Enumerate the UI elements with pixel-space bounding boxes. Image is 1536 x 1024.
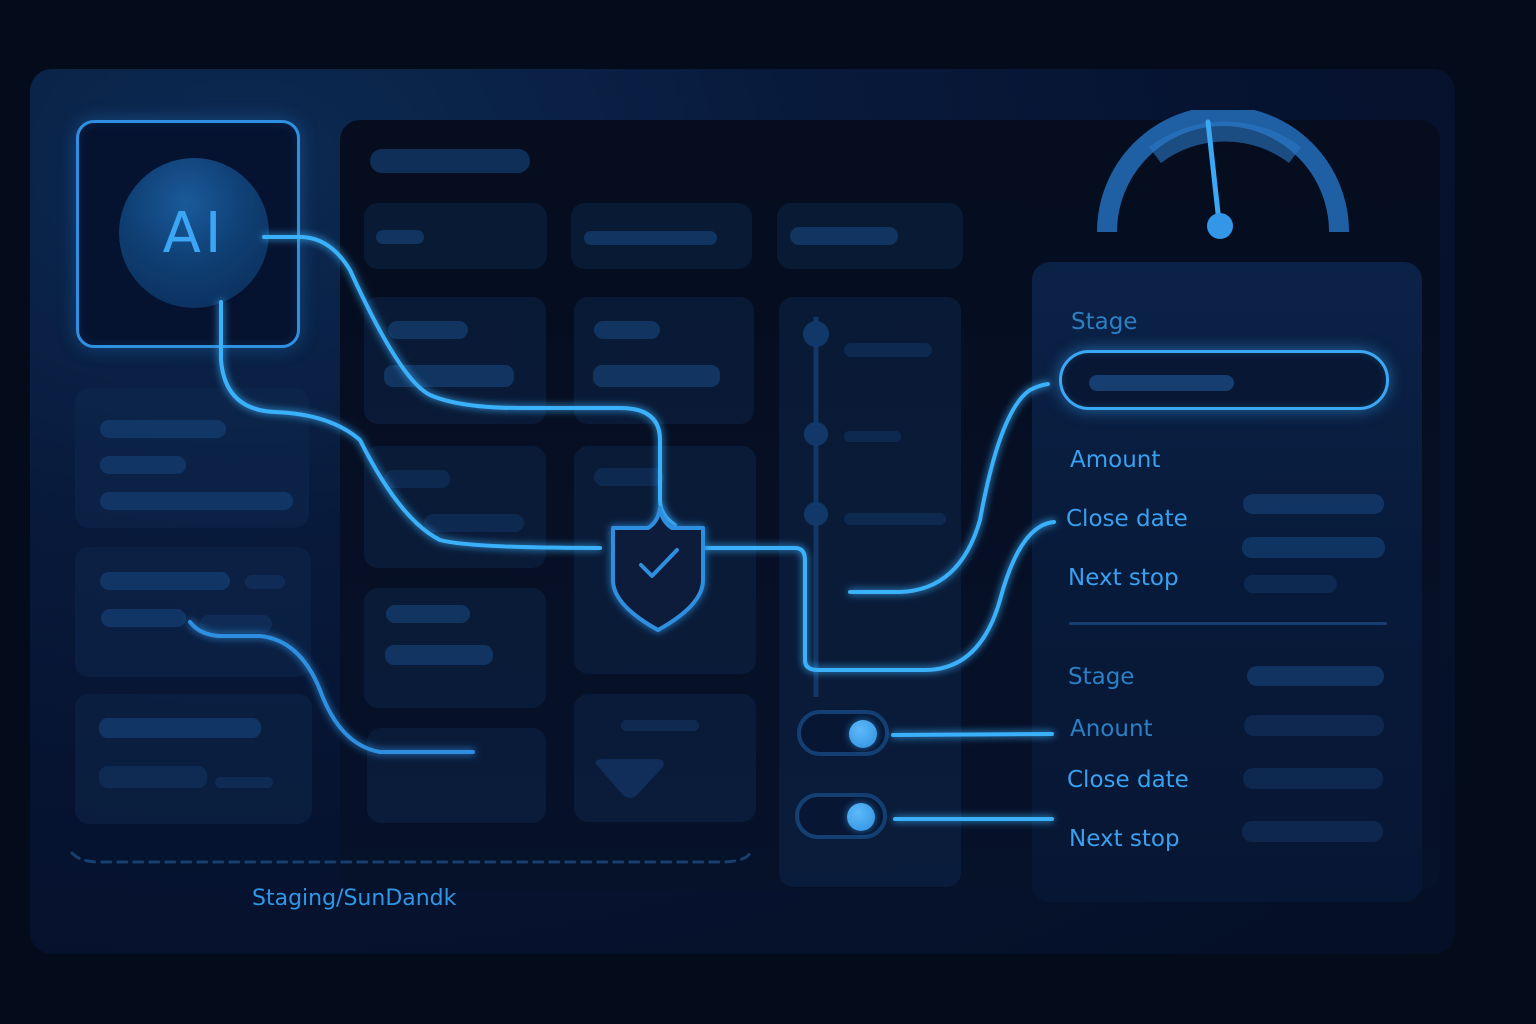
stage-field-2[interactable]: [1247, 666, 1384, 686]
placeholder-line: [594, 468, 664, 486]
placeholder-line: [385, 645, 493, 665]
grid-card-3[interactable]: [777, 203, 963, 269]
close-date-field[interactable]: [1243, 494, 1384, 514]
placeholder-line: [100, 572, 230, 590]
next-step-field[interactable]: [1244, 575, 1337, 593]
placeholder-line: [388, 321, 468, 339]
grid-card-2[interactable]: [571, 203, 752, 269]
toggle-knob: [847, 803, 875, 831]
placeholder-line: [790, 227, 898, 245]
placeholder-line: [99, 766, 207, 788]
environment-path: Staging/SunDandk: [252, 886, 457, 911]
placeholder-line: [593, 365, 720, 387]
amount-field-2[interactable]: [1244, 715, 1384, 736]
close-date-label-2: Close date: [1067, 767, 1189, 793]
placeholder-line: [100, 456, 186, 474]
stage-input[interactable]: [1059, 350, 1389, 410]
gauge-icon: [1097, 110, 1349, 239]
next-step-toggle[interactable]: [795, 793, 887, 839]
placeholder-line: [200, 615, 272, 633]
placeholder-line: [621, 720, 699, 731]
ai-assistant-tile[interactable]: AI: [76, 120, 300, 348]
stage-label-2: Stage: [1068, 664, 1135, 690]
placeholder-line: [584, 231, 717, 245]
placeholder-line: [384, 365, 514, 387]
grid-card-6[interactable]: [364, 446, 546, 568]
placeholder-line: [594, 321, 660, 339]
placeholder-line: [245, 575, 285, 589]
stage-input-value: [1089, 375, 1234, 391]
amount-label: Amount: [1070, 447, 1161, 473]
timeline-node-icon: [804, 422, 828, 446]
timeline-node-icon: [803, 321, 829, 347]
placeholder-line: [386, 605, 470, 623]
grid-card-9[interactable]: [367, 728, 546, 823]
left-card-2[interactable]: [75, 547, 311, 677]
grid-card-4[interactable]: [364, 297, 546, 424]
grid-card-8[interactable]: [364, 588, 546, 708]
grid-card-7[interactable]: [574, 446, 756, 674]
close-date-field-3[interactable]: [1243, 768, 1383, 789]
grid-card-10[interactable]: [574, 694, 756, 822]
next-step-label: Next stop: [1068, 565, 1179, 591]
placeholder-line: [100, 492, 293, 510]
placeholder-line: [376, 230, 424, 244]
left-card-3[interactable]: [75, 694, 312, 824]
placeholder-line: [100, 420, 226, 438]
stage-label: Stage: [1071, 309, 1138, 335]
amount-label-2: Anount: [1070, 716, 1153, 742]
grid-card-5[interactable]: [574, 297, 754, 424]
placeholder-line: [384, 470, 450, 488]
close-date-label: Close date: [1066, 506, 1188, 532]
grid-card-1[interactable]: [364, 203, 547, 269]
placeholder-line: [99, 718, 261, 738]
placeholder-line: [215, 777, 273, 788]
ai-icon: AI: [119, 158, 269, 308]
form-section-divider: [1069, 622, 1387, 625]
left-card-1[interactable]: [75, 388, 309, 528]
timeline-node-icon: [804, 502, 828, 526]
panel-title-placeholder: [370, 149, 530, 173]
ai-label: AI: [162, 200, 226, 266]
amount-toggle[interactable]: [797, 710, 889, 756]
placeholder-line: [424, 514, 524, 532]
toggle-knob: [849, 720, 877, 748]
next-step-label-2: Next stop: [1069, 826, 1180, 852]
placeholder-line: [101, 609, 186, 627]
chevron-down-icon: [595, 759, 664, 798]
next-step-field-2[interactable]: [1242, 821, 1383, 842]
close-date-field-2[interactable]: [1242, 537, 1385, 558]
